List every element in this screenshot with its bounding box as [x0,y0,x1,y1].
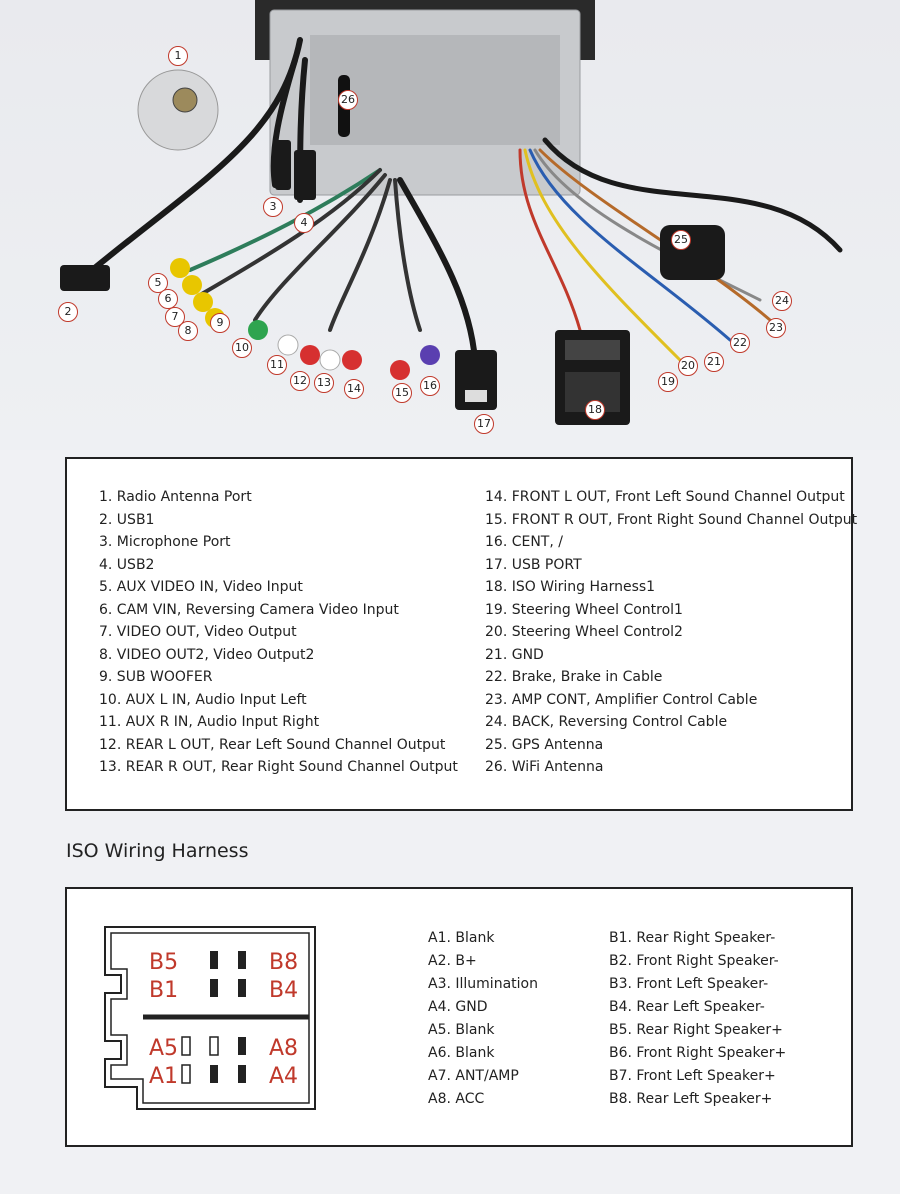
legend-item: 2. USB1 [99,511,155,528]
pin-item: B7. Front Left Speaker+ [609,1068,776,1084]
legend-item: 14. FRONT L OUT, Front Left Sound Channe… [485,489,845,505]
callout-22: 22 [730,333,750,353]
legend-item: 22. Brake, Brake in Cable [485,669,663,685]
callout-14: 14 [344,379,364,399]
callout-1: 1 [168,46,188,66]
iso-heading: ISO Wiring Harness [66,840,249,862]
pin-item: A5. Blank [428,1022,495,1038]
legend-item: 9. SUB WOOFER [99,669,213,685]
callout-25: 25 [671,230,691,250]
pin-item: B8. Rear Left Speaker+ [609,1091,773,1107]
callout-11: 11 [267,355,287,375]
pin-item: B4. Rear Left Speaker- [609,999,765,1015]
callout-6: 6 [158,289,178,309]
legend-item: 16. CENT, / [485,534,563,550]
pin-label-a5: A5 [149,1036,178,1061]
callout-19: 19 [658,372,678,392]
legend-item: 8. VIDEO OUT2, Video Output2 [99,646,315,663]
legend-item: 6. CAM VIN, Reversing Camera Video Input [99,601,399,618]
legend-item: 4. USB2 [99,556,155,573]
callout-15: 15 [392,383,412,403]
legend-item: 23. AMP CONT, Amplifier Control Cable [485,691,758,708]
legend-item: 7. VIDEO OUT, Video Output [99,624,297,640]
pin-item: B1. Rear Right Speaker- [609,930,776,946]
callout-16: 16 [420,376,440,396]
legend-item: 26. WiFi Antenna [485,759,604,775]
legend-item: 19. Steering Wheel Control1 [485,601,683,618]
pin-label-b8: B8 [269,950,298,975]
iso-harness-box: B5 B8 B1 B4 A5 A8 A1 A4 A1. Blank A2. B+… [65,887,853,1147]
pin-item: A7. ANT/AMP [428,1068,519,1084]
legend-item: 13. REAR R OUT, Rear Right Sound Channel… [99,759,458,775]
pin-item: A6. Blank [428,1045,495,1061]
pin-item: B6. Front Right Speaker+ [609,1045,787,1061]
pin-label-b4: B4 [269,978,298,1003]
callout-5: 5 [148,273,168,293]
pin-list-b: B1. Rear Right Speaker- B2. Front Right … [609,927,786,1111]
callout-4: 4 [294,213,314,233]
legend-item: 24. BACK, Reversing Control Cable [485,714,728,730]
callout-23: 23 [766,318,786,338]
legend-item: 18. ISO Wiring Harness1 [485,579,656,595]
pin-item: A1. Blank [428,930,495,946]
legend-item: 25. GPS Antenna [485,736,604,753]
pin-item: B5. Rear Right Speaker+ [609,1022,783,1038]
legend-item: 3. Microphone Port [99,534,231,550]
pin-item: A4. GND [428,999,488,1015]
legend-column-right: 14. FRONT L OUT, Front Left Sound Channe… [485,486,857,779]
callout-10: 10 [232,338,252,358]
pin-item: A8. ACC [428,1091,485,1107]
pin-list-a: A1. Blank A2. B+ A3. Illumination A4. GN… [428,927,538,1111]
port-legend: 1. Radio Antenna Port 2. USB1 3. Microph… [65,457,857,811]
pin-label-a8: A8 [269,1036,298,1061]
callout-12: 12 [290,371,310,391]
legend-item: 5. AUX VIDEO IN, Video Input [99,579,303,595]
legend-item: 17. USB PORT [485,556,582,573]
callout-21: 21 [704,352,724,372]
callout-20: 20 [678,356,698,376]
pin-item: A3. Illumination [428,976,538,992]
pin-item: A2. B+ [428,953,477,969]
callout-13: 13 [314,373,334,393]
callout-7: 7 [165,307,185,327]
iso-connector-diagram: B5 B8 B1 B4 A5 A8 A1 A4 [104,926,316,1110]
pin-label-a4: A4 [269,1064,298,1089]
product-photo: 1 2 3 4 5 6 7 8 9 10 11 12 13 14 15 16 1… [0,0,900,450]
legend-item: 12. REAR L OUT, Rear Left Sound Channel … [99,736,446,753]
pin-item: B2. Front Right Speaker- [609,953,779,969]
legend-item: 11. AUX R IN, Audio Input Right [99,714,320,730]
pin-label-b1: B1 [149,978,178,1003]
callout-17: 17 [474,414,494,434]
wiring-illustration [60,0,843,425]
legend-item: 15. FRONT R OUT, Front Right Sound Chann… [485,511,858,528]
pin-label-a1: A1 [149,1064,178,1089]
pin-label-b5: B5 [149,950,178,975]
callout-9: 9 [210,313,230,333]
callout-3: 3 [263,197,283,217]
pin-item: B3. Front Left Speaker- [609,976,769,992]
legend-item: 21. GND [485,646,544,663]
legend-column-left: 1. Radio Antenna Port 2. USB1 3. Microph… [99,486,458,779]
legend-item: 20. Steering Wheel Control2 [485,624,683,640]
callout-18: 18 [585,400,605,420]
callout-24: 24 [772,291,792,311]
legend-item: 10. AUX L IN, Audio Input Left [99,691,307,708]
legend-item: 1. Radio Antenna Port [99,489,252,505]
callout-26: 26 [338,90,358,110]
callout-8: 8 [178,321,198,341]
callout-2: 2 [58,302,78,322]
